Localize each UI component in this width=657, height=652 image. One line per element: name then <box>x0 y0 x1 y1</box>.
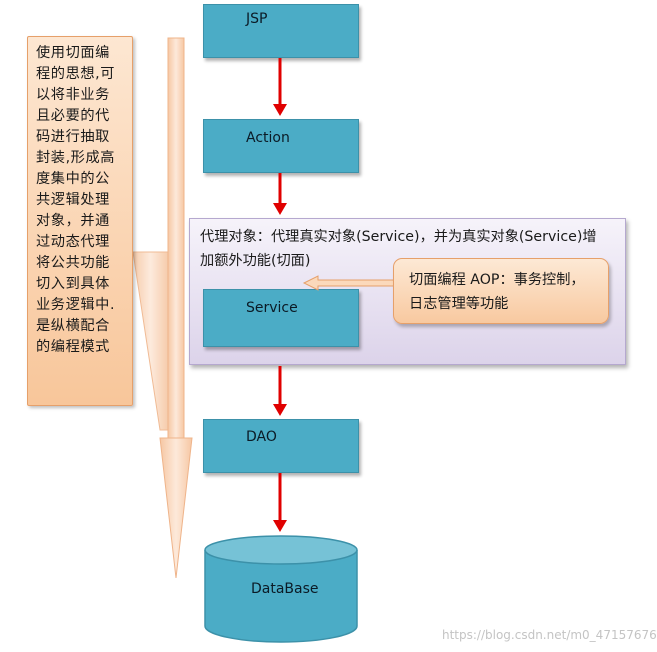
action-layer-label: Action <box>246 130 290 146</box>
proxy-object-description: 代理对象：代理真实对象(Service)，并为真实对象(Service)增 加额… <box>200 225 620 273</box>
jsp-layer-label: JSP <box>246 11 268 27</box>
service-layer-box <box>203 289 359 347</box>
aop-explanation-note: 使用切面编 程的思想,可 以将非业务 且必要的代 码进行抽取 封装,形成高 度集… <box>27 36 133 406</box>
aop-callout: 切面编程 AOP：事务控制， 日志管理等功能 <box>393 258 609 324</box>
database-cylinder <box>204 535 358 643</box>
dao-layer-box <box>203 419 359 473</box>
dao-layer-label: DAO <box>246 429 277 445</box>
proxy-description-line-1: 代理对象：代理真实对象(Service)，并为真实对象(Service)增 <box>200 229 597 245</box>
proxy-description-line-2: 加额外功能(切面) <box>200 253 311 269</box>
service-layer-label: Service <box>246 300 298 316</box>
action-layer-box <box>203 119 359 173</box>
watermark: https://blog.csdn.net/m0_47157676 <box>442 628 657 642</box>
jsp-layer-box <box>203 4 359 58</box>
database-label: DataBase <box>251 581 319 597</box>
